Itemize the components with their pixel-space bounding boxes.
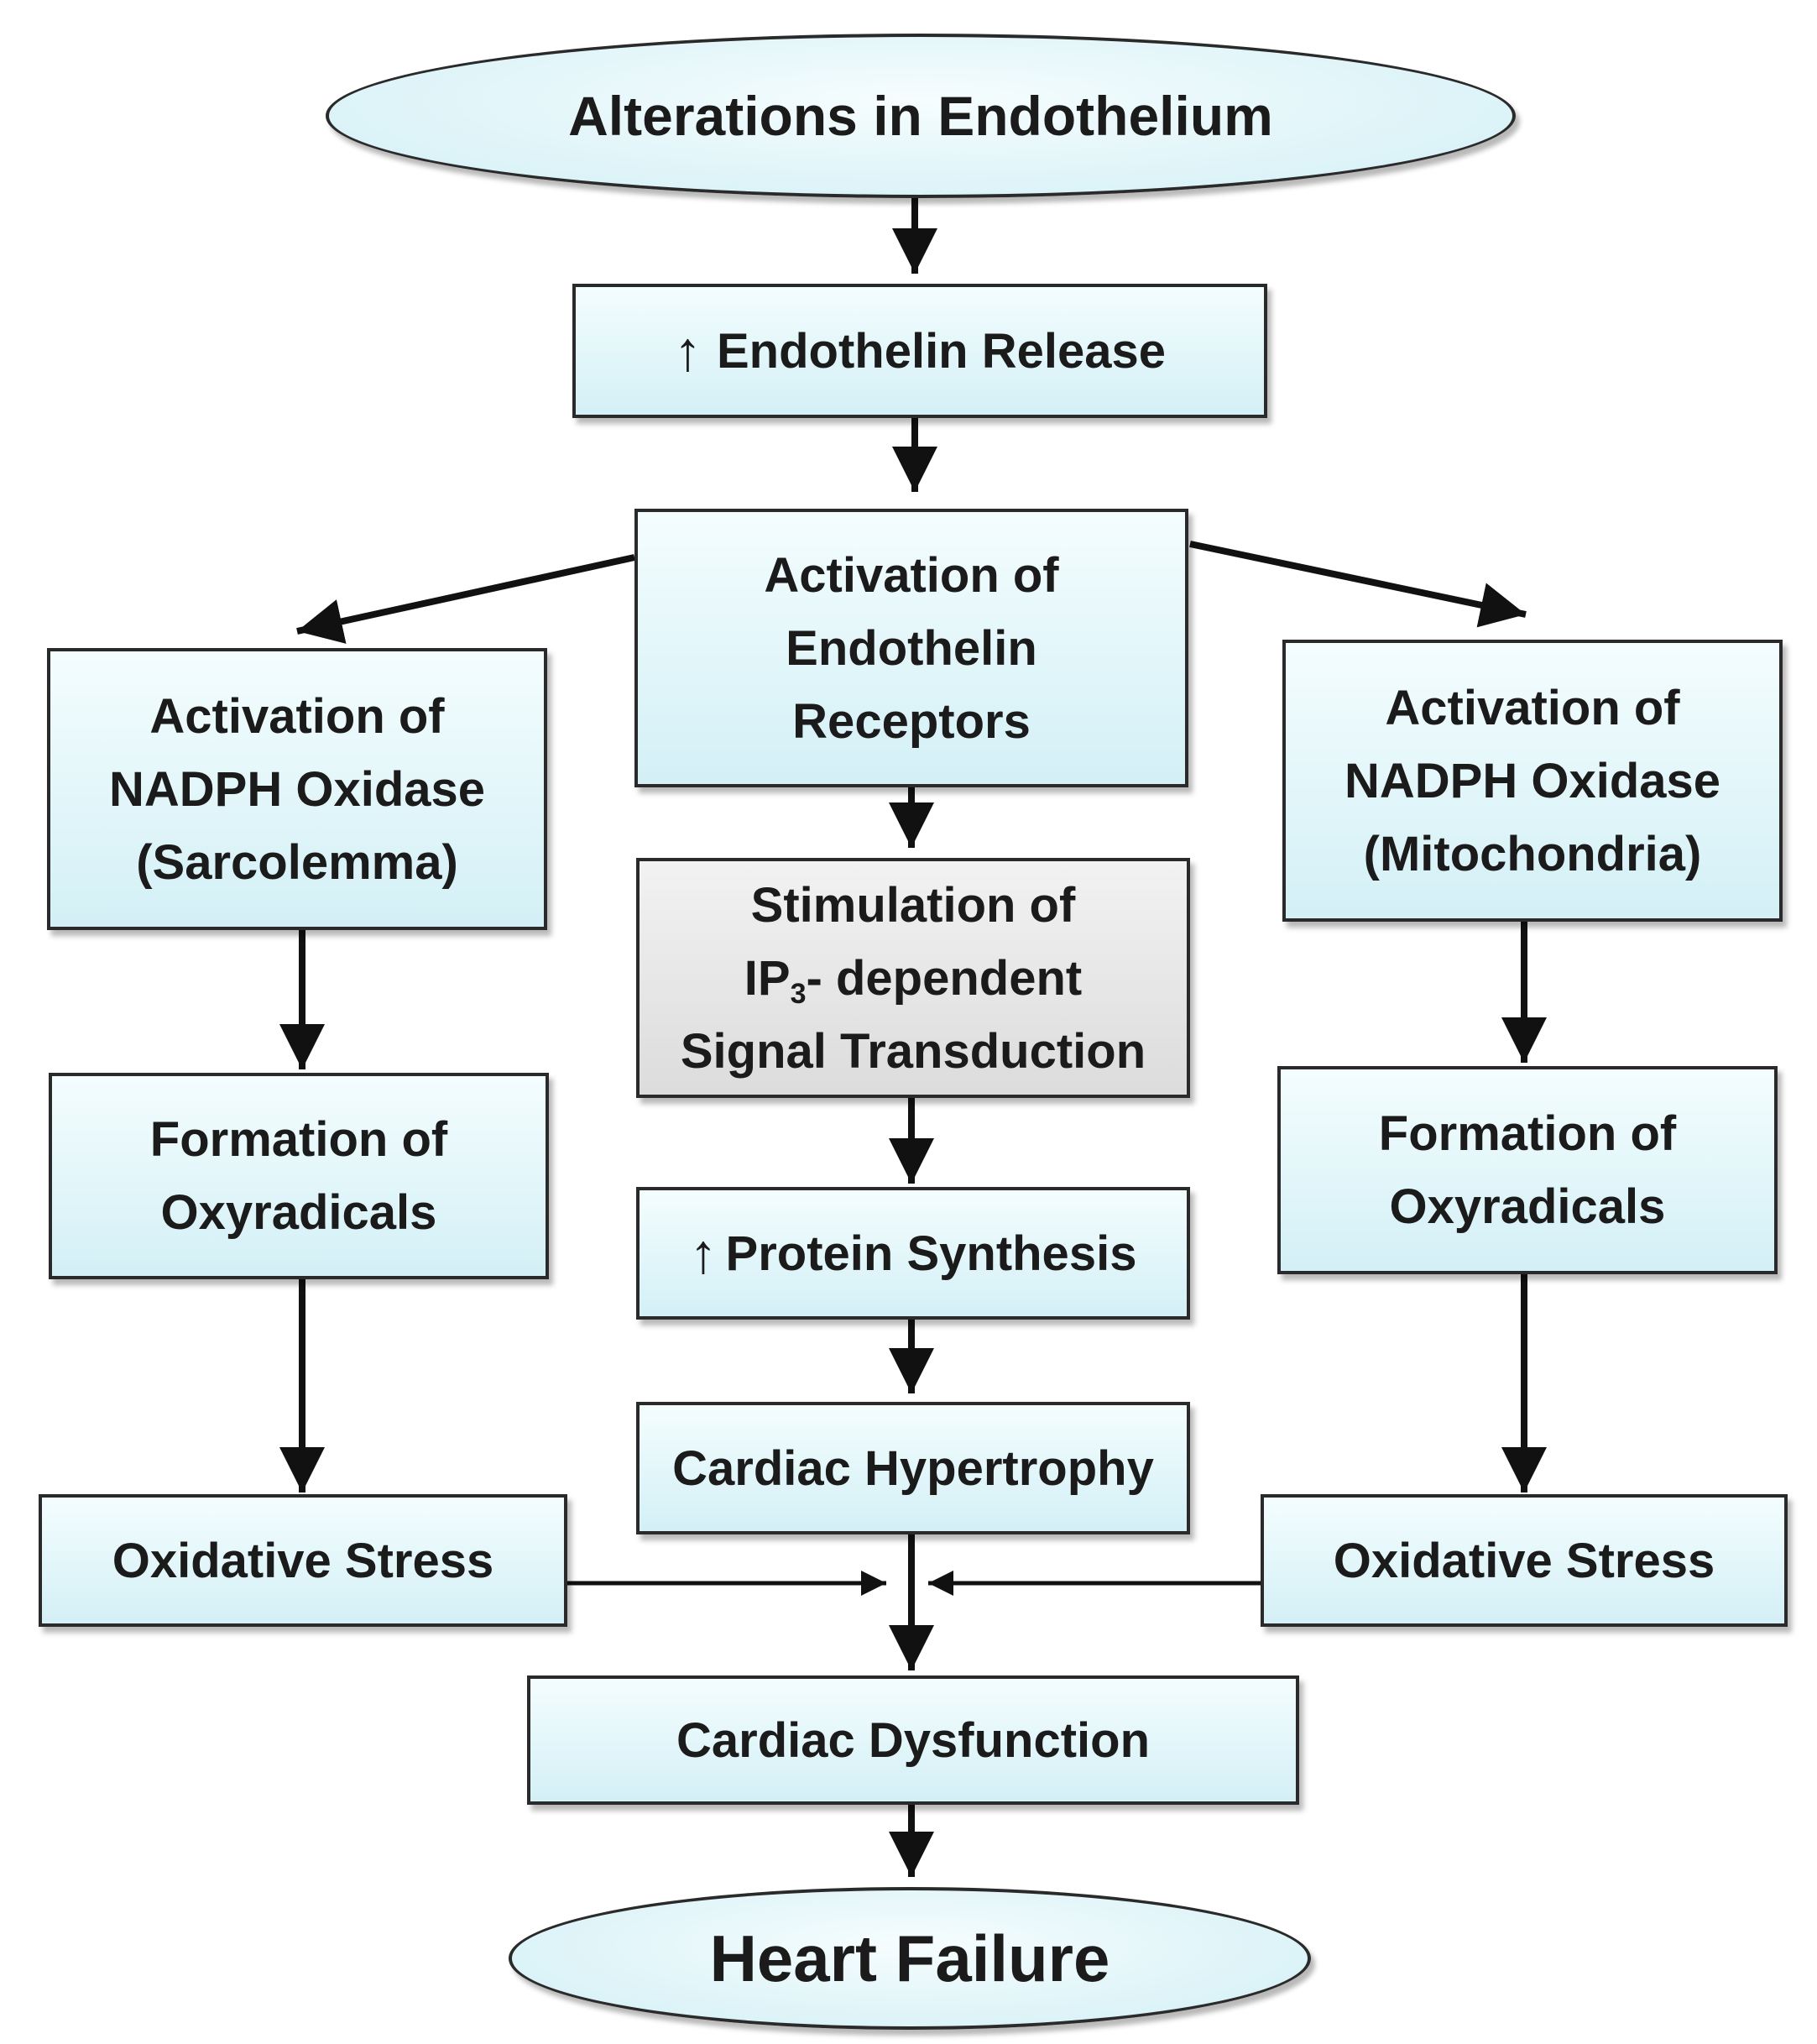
node-alterations-in-endothelium: Alterations in Endothelium (326, 34, 1516, 198)
node-oxidative-stress-right: Oxidative Stress (1261, 1494, 1788, 1627)
node-label: Cardiac Dysfunction (676, 1712, 1150, 1768)
node-label: Protein Synthesis (725, 1226, 1137, 1281)
node-label-line: Activation of (1385, 680, 1680, 735)
node-oxyradicals-right: Formation of Oxyradicals (1277, 1066, 1778, 1274)
ip3-subscript: 3 (790, 977, 807, 1010)
node-label-line: Oxyradicals (1389, 1179, 1666, 1234)
arrow-receptors-to-sarcolemma (296, 554, 635, 644)
ip3-prefix: IP (744, 950, 791, 1006)
node-activation-endothelin-receptors: Activation of Endothelin Receptors (634, 509, 1188, 787)
node-label: Oxidative Stress (112, 1533, 494, 1588)
up-arrow-icon: ↑ (689, 1221, 718, 1284)
node-protein-synthesis: ↑ Protein Synthesis (636, 1187, 1190, 1320)
node-label-line: Stimulation of (750, 877, 1076, 933)
node-nadph-oxidase-sarcolemma: Activation of NADPH Oxidase (Sarcolemma) (47, 648, 547, 930)
ip3-suffix: - dependent (806, 950, 1083, 1006)
node-ip3-signal-transduction: Stimulation of IP3- dependent Signal Tra… (636, 858, 1190, 1098)
node-label: Heart Failure (709, 1921, 1110, 1995)
node-endothelin-release: ↑ Endothelin Release (572, 284, 1267, 418)
node-label-line: (Sarcolemma) (136, 834, 458, 890)
node-label-line: Formation of (149, 1112, 448, 1167)
node-label: Cardiac Hypertrophy (672, 1440, 1154, 1496)
node-label-line: Activation of (149, 688, 445, 744)
arrow-receptors-to-mitochondria (1189, 541, 1527, 628)
node-label-line: Activation of (764, 547, 1059, 603)
node-label-line: (Mitochondria) (1363, 826, 1702, 881)
node-oxyradicals-left: Formation of Oxyradicals (49, 1073, 549, 1279)
node-label-line: Formation of (1378, 1106, 1677, 1161)
node-label: Endothelin Release (716, 323, 1167, 379)
node-label-line: Oxyradicals (160, 1185, 437, 1240)
node-label-line: Receptors (792, 693, 1031, 749)
node-label-line: NADPH Oxidase (108, 761, 486, 817)
up-arrow-icon: ↑ (673, 319, 702, 382)
node-heart-failure: Heart Failure (509, 1887, 1311, 2030)
node-label-line-ip3: IP3- dependent (744, 942, 1082, 1015)
node-label-line: Signal Transduction (680, 1023, 1146, 1079)
node-label-line: Endothelin (786, 620, 1037, 676)
node-nadph-oxidase-mitochondria: Activation of NADPH Oxidase (Mitochondri… (1282, 640, 1783, 922)
node-label: Alterations in Endothelium (568, 85, 1273, 147)
node-cardiac-dysfunction: Cardiac Dysfunction (527, 1675, 1299, 1805)
node-label: Oxidative Stress (1333, 1533, 1715, 1588)
node-cardiac-hypertrophy: Cardiac Hypertrophy (636, 1402, 1190, 1534)
node-oxidative-stress-left: Oxidative Stress (39, 1494, 567, 1627)
node-label-line: NADPH Oxidase (1344, 753, 1721, 808)
